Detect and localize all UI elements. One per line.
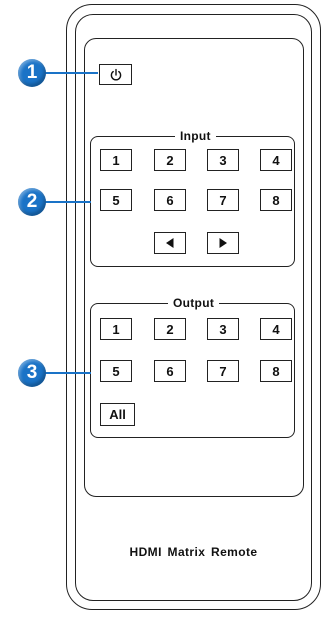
power-button[interactable] bbox=[99, 64, 132, 85]
callout-2-leader bbox=[40, 201, 91, 203]
callout-1-badge: 1 bbox=[18, 59, 46, 87]
input-key-7[interactable]: 7 bbox=[207, 189, 239, 211]
output-key-2[interactable]: 2 bbox=[154, 318, 186, 340]
input-key-8[interactable]: 8 bbox=[260, 189, 292, 211]
input-next-button[interactable] bbox=[207, 232, 239, 254]
callout-1-leader bbox=[40, 72, 98, 74]
input-key-3[interactable]: 3 bbox=[207, 149, 239, 171]
device-name-label: HDMI Matrix Remote bbox=[129, 545, 258, 559]
output-key-7[interactable]: 7 bbox=[207, 360, 239, 382]
button-panel bbox=[84, 38, 304, 497]
input-key-4[interactable]: 4 bbox=[260, 149, 292, 171]
output-key-5[interactable]: 5 bbox=[100, 360, 132, 382]
output-key-8[interactable]: 8 bbox=[260, 360, 292, 382]
output-key-4[interactable]: 4 bbox=[260, 318, 292, 340]
remote-body bbox=[66, 4, 321, 610]
output-key-6[interactable]: 6 bbox=[154, 360, 186, 382]
input-key-1[interactable]: 1 bbox=[100, 149, 132, 171]
input-group-title: Input bbox=[175, 129, 216, 143]
callout-3-badge: 3 bbox=[18, 359, 46, 387]
input-key-5[interactable]: 5 bbox=[100, 189, 132, 211]
arrow-left-icon bbox=[166, 238, 174, 248]
output-key-3[interactable]: 3 bbox=[207, 318, 239, 340]
input-key-6[interactable]: 6 bbox=[154, 189, 186, 211]
callout-3-leader bbox=[40, 372, 91, 374]
power-icon bbox=[110, 68, 121, 80]
input-prev-button[interactable] bbox=[154, 232, 186, 254]
callout-2-badge: 2 bbox=[18, 188, 46, 216]
remote-inner-frame bbox=[75, 14, 312, 601]
output-all-button[interactable]: All bbox=[100, 403, 135, 426]
output-key-1[interactable]: 1 bbox=[100, 318, 132, 340]
arrow-right-icon bbox=[219, 238, 227, 248]
input-key-2[interactable]: 2 bbox=[154, 149, 186, 171]
output-group-title: Output bbox=[168, 296, 220, 310]
